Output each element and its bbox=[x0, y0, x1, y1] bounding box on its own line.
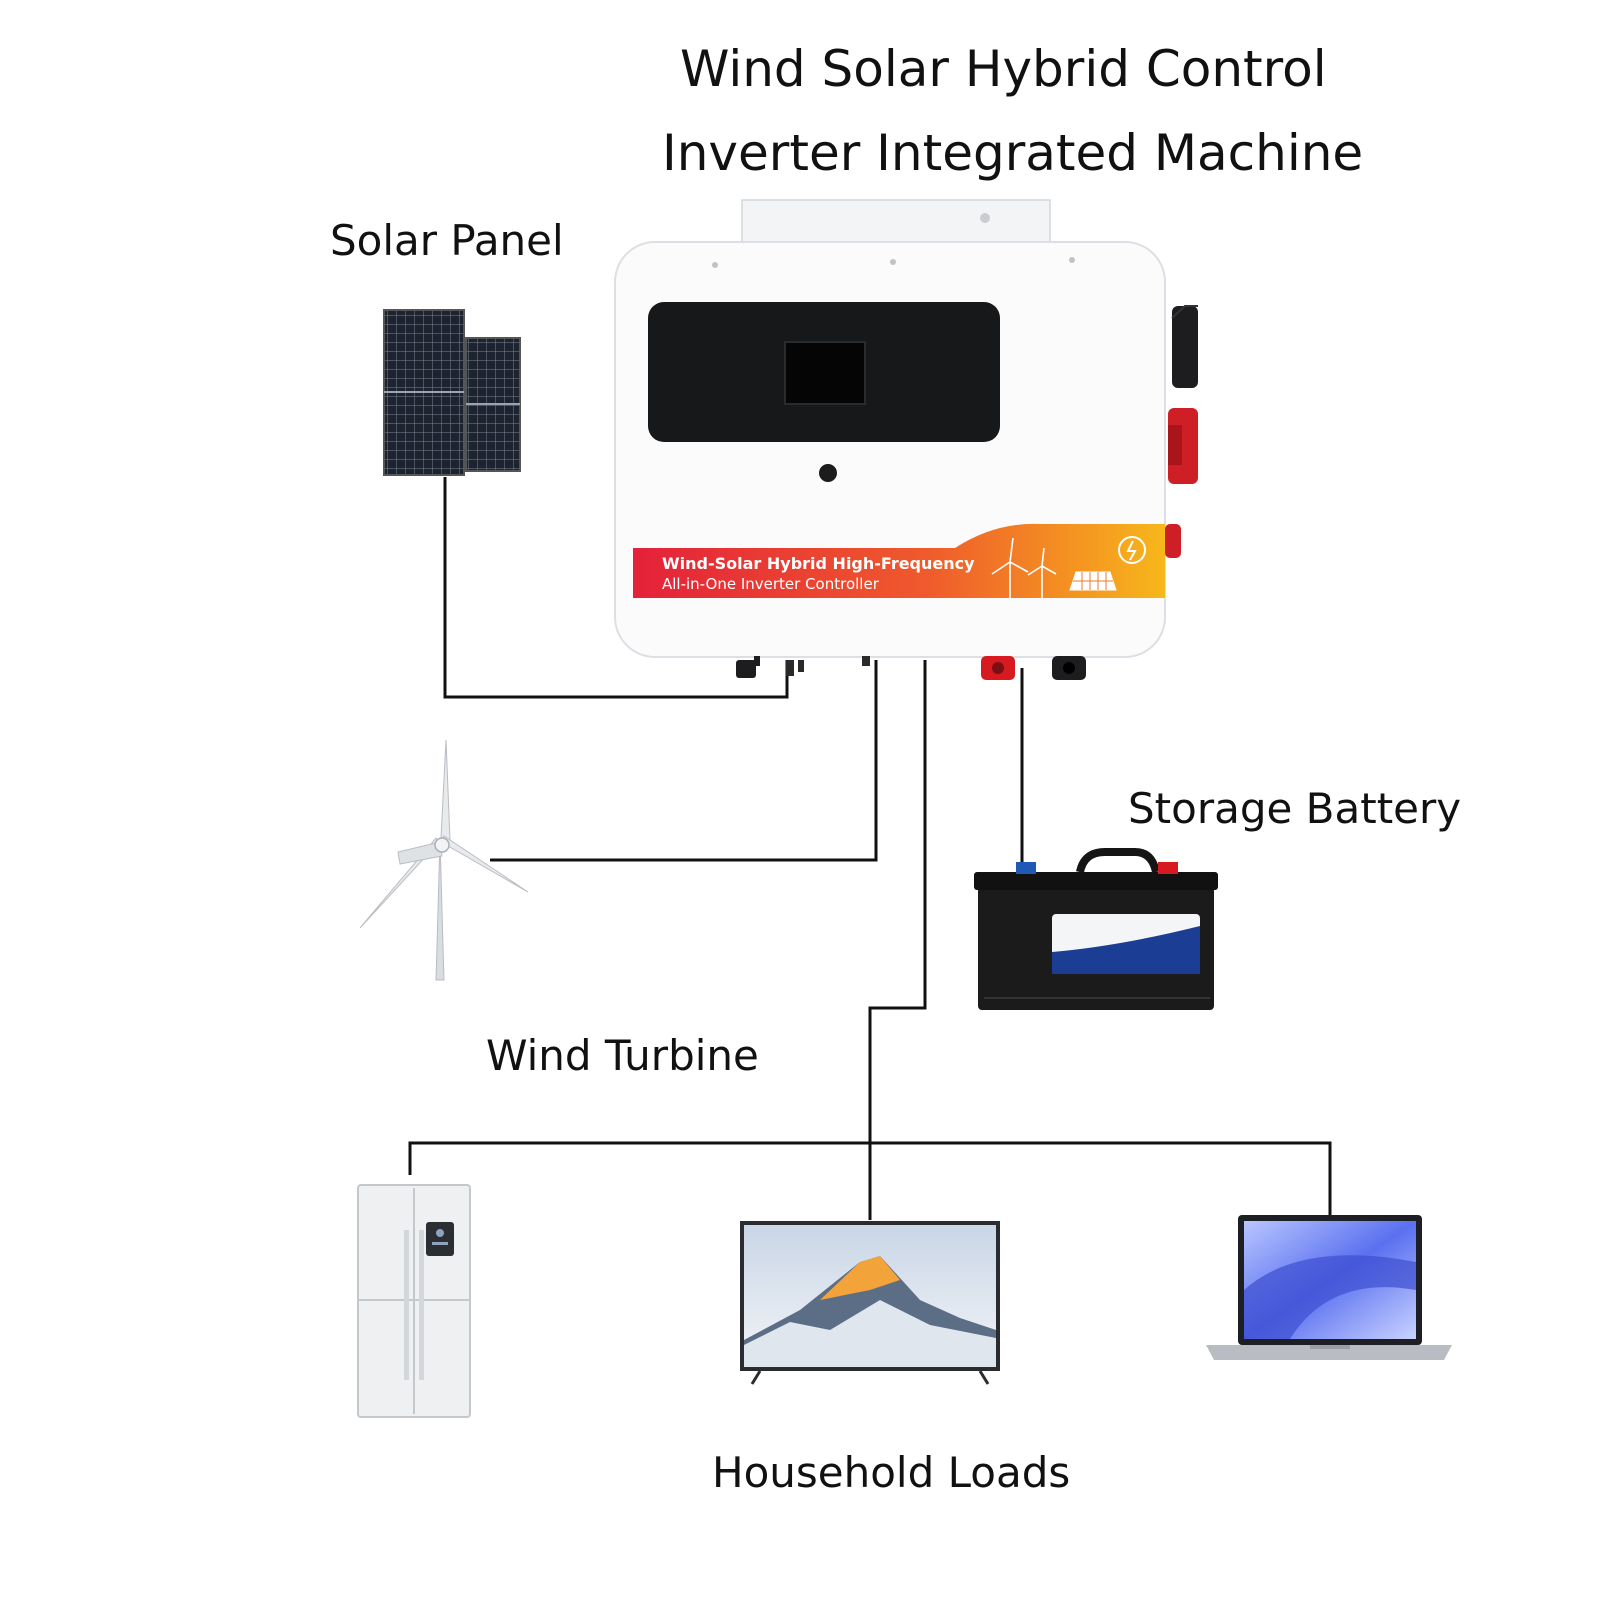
inverter-band-line1: Wind-Solar Hybrid High-Frequency bbox=[662, 554, 975, 573]
refrigerator-icon bbox=[357, 1184, 471, 1418]
label-household-loads: Household Loads bbox=[712, 1448, 1071, 1497]
label-storage-battery: Storage Battery bbox=[1128, 784, 1462, 833]
diagram-title-line1: Wind Solar Hybrid Control bbox=[680, 40, 1327, 98]
television-icon bbox=[740, 1221, 1000, 1385]
label-solar-panel: Solar Panel bbox=[330, 216, 564, 265]
wire-solar bbox=[443, 477, 789, 699]
storage-battery-icon bbox=[974, 848, 1218, 1010]
solar-panel-icon bbox=[383, 309, 521, 476]
wires bbox=[408, 477, 1332, 1220]
wind-turbine-icon bbox=[359, 739, 529, 981]
inverter-band-line2: All-in-One Inverter Controller bbox=[662, 575, 879, 593]
diagram-title-line2: Inverter Integrated Machine bbox=[662, 124, 1364, 182]
wire-wind bbox=[490, 660, 878, 862]
laptop-icon bbox=[1206, 1215, 1452, 1360]
inverter-icon bbox=[614, 199, 1198, 680]
wire-load-trunk bbox=[868, 660, 927, 1143]
label-wind-turbine: Wind Turbine bbox=[486, 1031, 759, 1080]
